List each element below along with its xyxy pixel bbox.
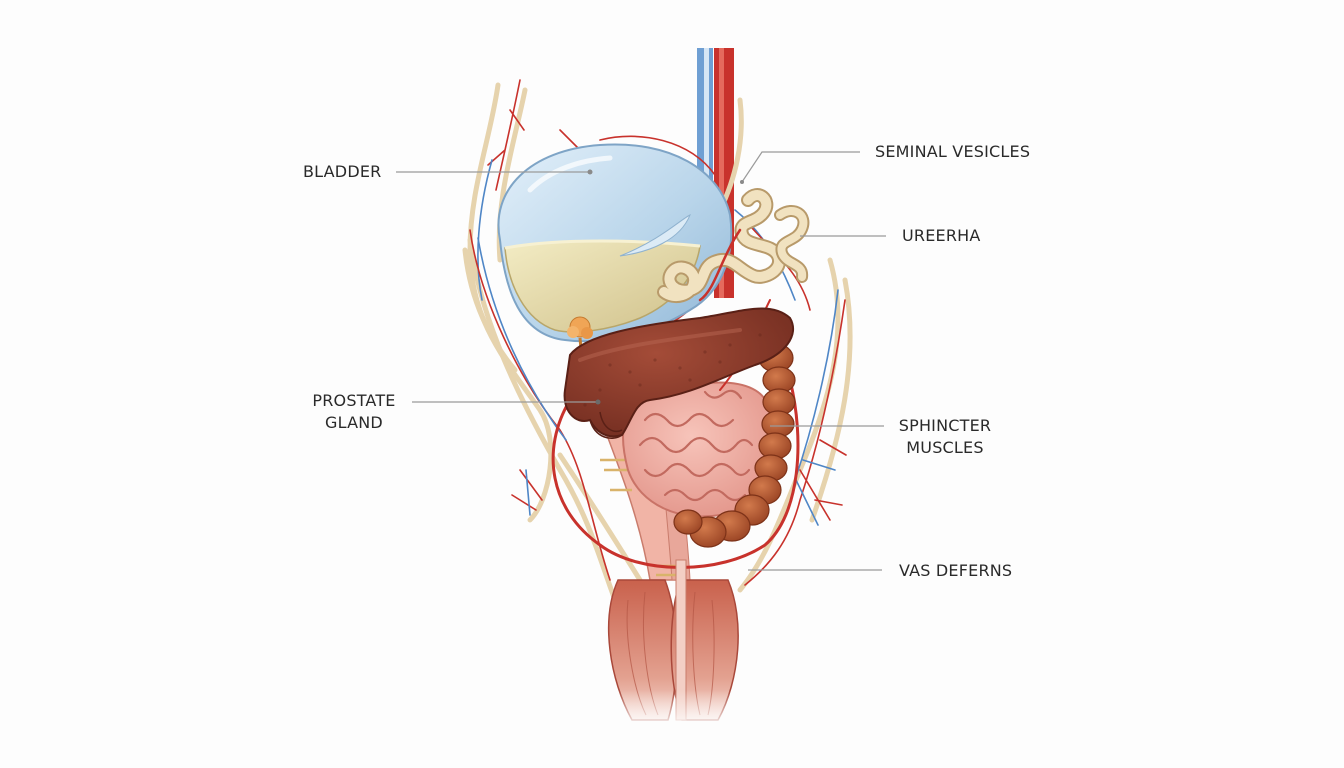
label-ureerha-text: UREERHA	[902, 226, 981, 245]
label-sphincter-muscles: SPHINCTER MUSCLES	[890, 415, 1000, 459]
label-vas-deferens-text: VAS DEFERNS	[899, 561, 1012, 580]
label-bladder-text: BLADDER	[303, 162, 381, 181]
label-vas-deferens: VAS DEFERNS	[899, 560, 1012, 582]
bladder-organ	[498, 144, 731, 341]
label-prostate-line1: PROSTATE	[300, 390, 408, 412]
label-prostate-line2: GLAND	[300, 412, 408, 434]
label-seminal-vesicles-text: SEMINAL VESICLES	[875, 142, 1030, 161]
label-sphincter-line2: MUSCLES	[890, 437, 1000, 459]
label-prostate-gland: PROSTATE GLAND	[300, 390, 408, 434]
label-bladder: BLADDER	[303, 161, 381, 183]
label-seminal-vesicles: SEMINAL VESICLES	[875, 141, 1030, 163]
label-ureerha: UREERHA	[902, 225, 981, 247]
sphincter-muscle-pair	[600, 560, 750, 730]
label-sphincter-line1: SPHINCTER	[890, 415, 1000, 437]
leader-seminal-vesicles	[742, 152, 860, 182]
